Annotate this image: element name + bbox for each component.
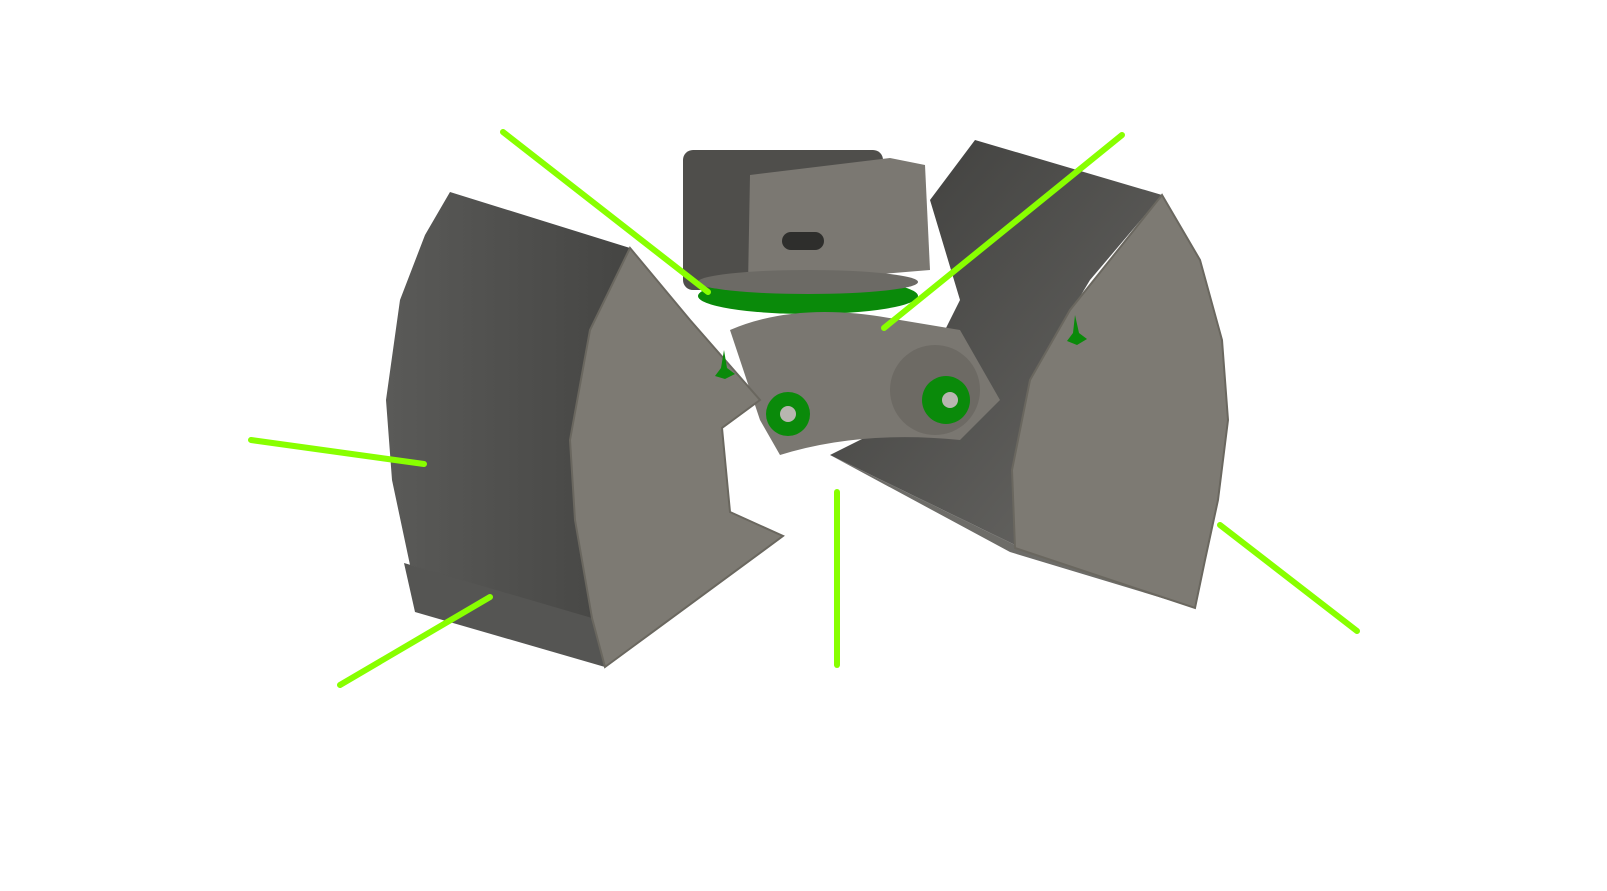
callout-line-rotator bbox=[500, 129, 711, 295]
callout-line-left-lip bbox=[337, 594, 493, 688]
right-bucket bbox=[830, 140, 1230, 610]
left-bucket-dark-face bbox=[386, 192, 630, 620]
callout-line-left-bucket bbox=[248, 437, 427, 467]
callout-line-right-bucket bbox=[1217, 522, 1360, 634]
callout-line-center-arm bbox=[881, 132, 1125, 331]
right-bucket-side-plate bbox=[1010, 193, 1230, 610]
rotator-ring-top bbox=[698, 270, 918, 294]
left-bucket-side-plate bbox=[568, 246, 785, 669]
callout-lines bbox=[248, 129, 1360, 688]
left-pivot-nut bbox=[780, 406, 796, 422]
mount-slot bbox=[782, 232, 824, 250]
mount-bracket-front bbox=[748, 158, 930, 285]
rotator-mount bbox=[683, 150, 930, 314]
left-bucket-logo bbox=[715, 350, 735, 379]
right-pivot-nut bbox=[942, 392, 958, 408]
right-bucket-logo bbox=[1067, 315, 1087, 345]
center-arm bbox=[730, 312, 1000, 455]
right-bucket-back-face bbox=[830, 140, 1162, 545]
left-bucket bbox=[386, 192, 785, 669]
left-bucket-lip bbox=[404, 563, 605, 667]
